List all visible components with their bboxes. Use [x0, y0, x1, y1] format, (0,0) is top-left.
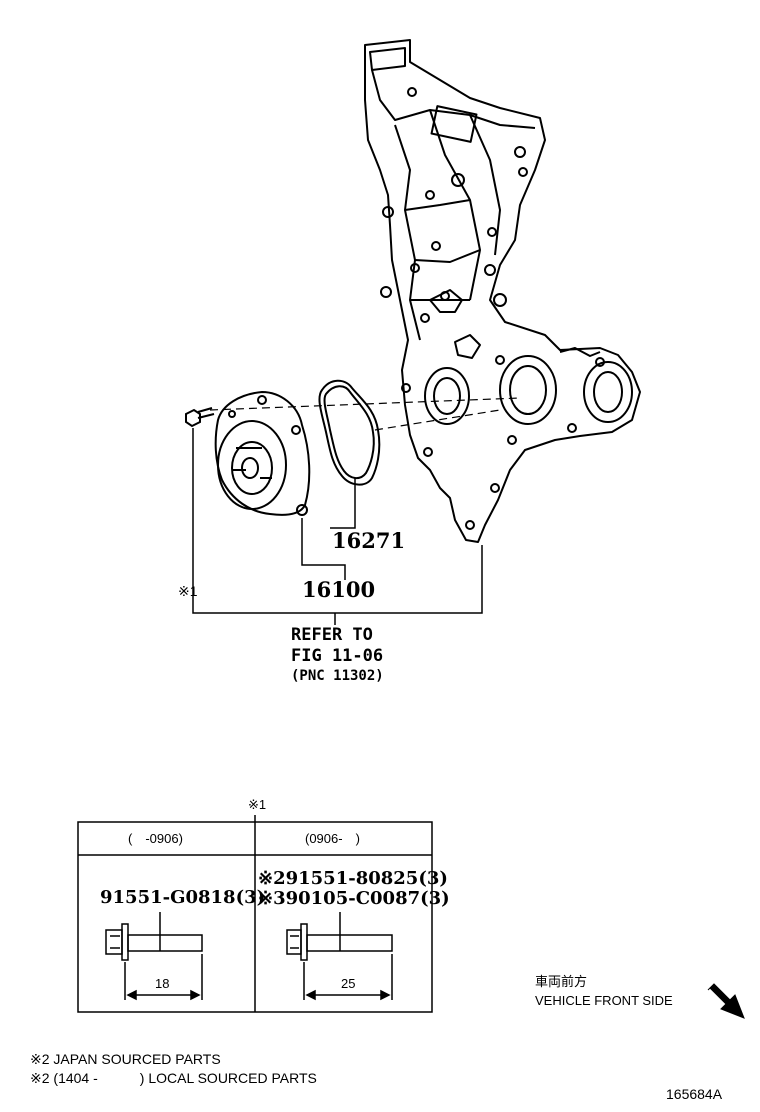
- left-bolt-part-number: 91551-G0818(3): [100, 887, 265, 908]
- alignment-dashed-line-2: [374, 409, 501, 431]
- note-japan-sourced: ※2 JAPAN SOURCED PARTS: [30, 1051, 221, 1067]
- bolt-table: [77, 815, 433, 1013]
- gasket-illustration: [318, 379, 381, 486]
- right-bolt-part-number-2: ※390105-C0087(3): [258, 888, 450, 909]
- timing-cover-illustration: [364, 39, 641, 543]
- bolt-marker: ※1: [178, 583, 198, 599]
- front-arrow-icon: [707, 983, 745, 1019]
- figure-id: 165684A: [666, 1086, 723, 1102]
- refer-to-label: REFER TO: [291, 625, 373, 645]
- part-number-water-pump: 16100: [302, 577, 375, 602]
- left-column-header: ( -0906): [128, 831, 183, 846]
- note-local-sourced: ※2 (1404 - ) LOCAL SOURCED PARTS: [30, 1070, 317, 1086]
- part-number-gasket: 16271: [332, 528, 405, 553]
- leader-lines: [192, 428, 483, 625]
- bolt-illustration: [185, 407, 215, 428]
- right-bolt-part-number-1: ※291551-80825(3): [258, 868, 448, 889]
- direction-label-jp: 車両前方: [535, 974, 587, 989]
- water-pump-illustration: [214, 390, 311, 516]
- refer-figure-label: FIG 11-06: [291, 646, 383, 666]
- right-bolt-drawing: [286, 912, 393, 1001]
- left-bolt-length: 18: [155, 976, 169, 991]
- left-bolt-drawing: [105, 912, 203, 1001]
- table-marker: ※1: [248, 797, 266, 812]
- direction-label-en: VEHICLE FRONT SIDE: [535, 993, 673, 1008]
- refer-pnc-label: (PNC 11302): [291, 668, 384, 684]
- right-bolt-length: 25: [341, 976, 355, 991]
- right-column-header: (0906- ): [305, 831, 360, 846]
